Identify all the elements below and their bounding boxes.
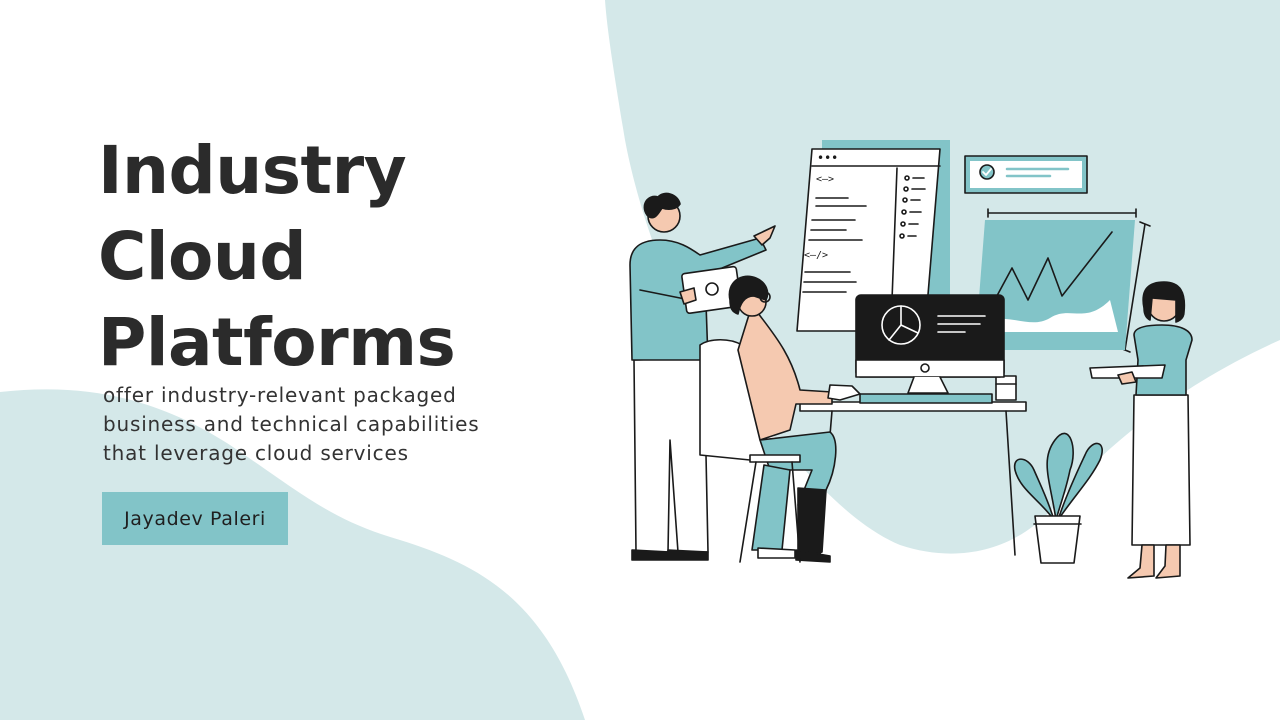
author-badge: Jayadev Paleri: [102, 492, 288, 545]
code-tag-close: <—/>: [804, 250, 828, 261]
monitor: [855, 294, 1005, 404]
author-name: Jayadev Paleri: [124, 507, 266, 530]
code-panel-dots: •••: [817, 151, 838, 165]
standing-man: [629, 192, 776, 561]
code-tag-open: <—>: [816, 174, 834, 185]
bottom-left-blob: [0, 389, 585, 720]
title-line: Platforms: [98, 304, 456, 381]
team-illustration: ••• <—> <—/>: [629, 140, 1193, 579]
slide-subtitle: offer industry-relevant packaged busines…: [103, 381, 479, 468]
line-chart-panel: [975, 208, 1151, 353]
title-line: Cloud: [98, 218, 307, 295]
standing-woman: [1089, 281, 1193, 579]
title-line: Industry: [98, 132, 407, 209]
code-panel: ••• <—> <—/>: [796, 140, 950, 332]
check-card: [964, 155, 1088, 194]
subtitle-line: offer industry-relevant packaged: [103, 383, 457, 407]
subtitle-line: that leverage cloud services: [103, 441, 409, 465]
line-chart-icon: [991, 231, 1113, 306]
seated-man: [699, 275, 861, 563]
subtitle-line: business and technical capabilities: [103, 412, 480, 436]
slide-title: Industry Cloud Platforms: [98, 128, 456, 386]
plant-icon: [1013, 432, 1103, 564]
